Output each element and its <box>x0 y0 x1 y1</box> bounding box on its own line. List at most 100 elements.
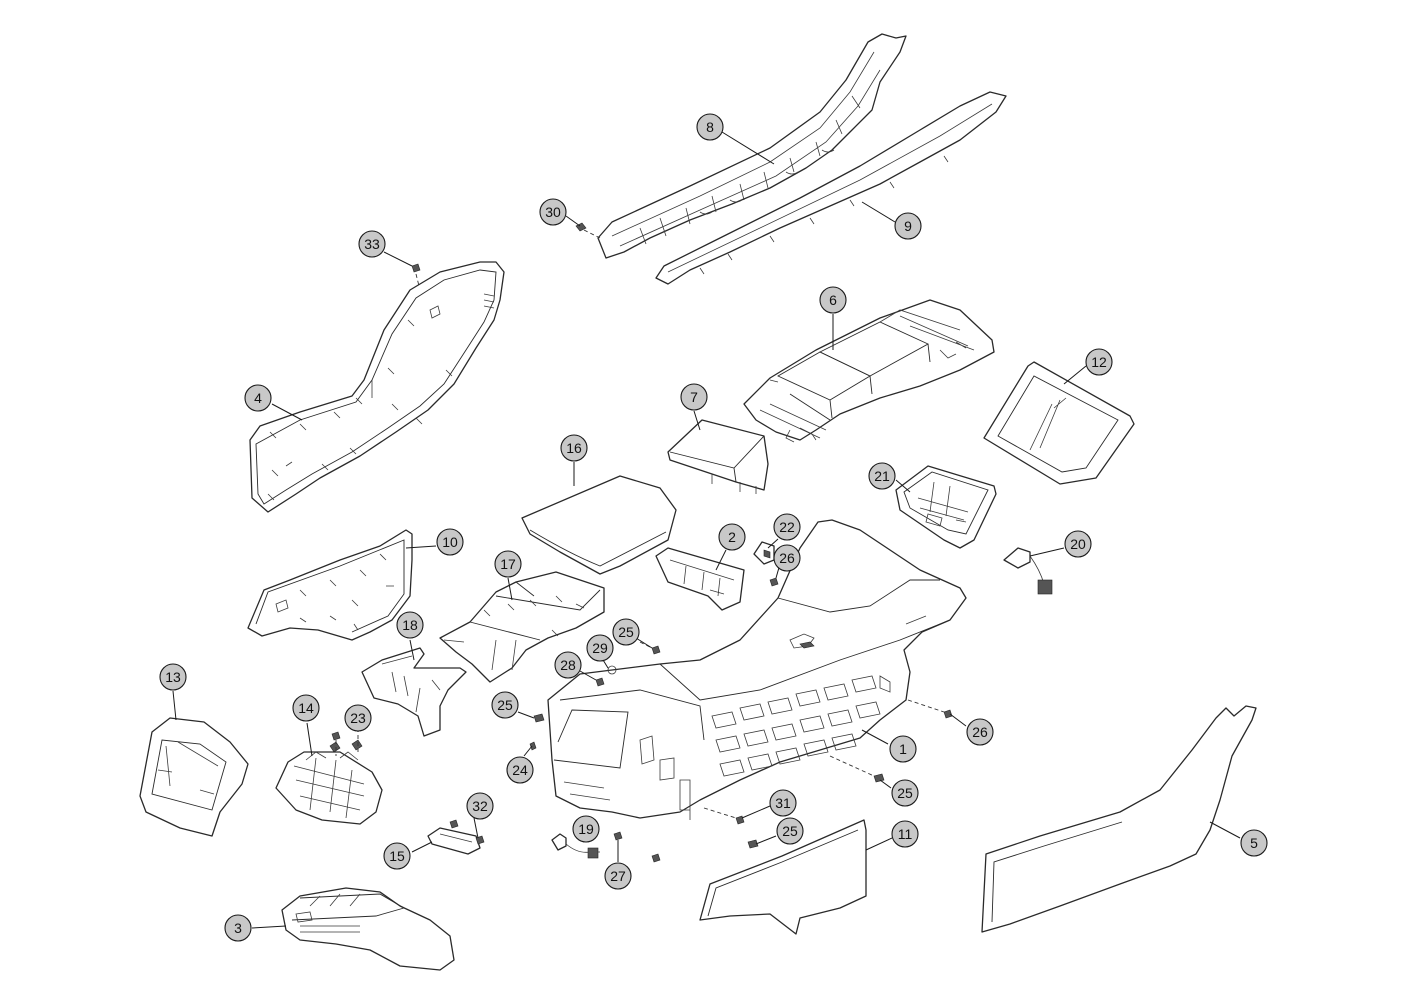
callout-label: 4 <box>254 390 262 406</box>
callout-label: 12 <box>1091 354 1107 370</box>
callout-3: 3 <box>224 914 252 942</box>
callout-label: 30 <box>545 204 561 220</box>
callout-label: 18 <box>402 617 418 633</box>
callout-label: 25 <box>618 624 634 640</box>
callout-label: 19 <box>578 821 594 837</box>
callout-label: 25 <box>782 823 798 839</box>
callout-label: 26 <box>972 724 988 740</box>
callout-14: 14 <box>292 694 320 722</box>
part-25d-bolt <box>747 839 759 849</box>
part-14-shifter-module <box>275 739 383 825</box>
callout-4: 4 <box>244 384 272 412</box>
callout-26-upper: 26 <box>773 544 801 572</box>
part-7-cover-box <box>667 419 769 494</box>
callout-10: 10 <box>436 528 464 556</box>
callout-label: 5 <box>1250 835 1258 851</box>
callout-28: 28 <box>554 651 582 679</box>
part-33-clip <box>411 263 421 291</box>
callout-13: 13 <box>159 663 187 691</box>
callout-label: 28 <box>560 657 576 673</box>
callout-5: 5 <box>1240 829 1268 857</box>
callout-label: 6 <box>829 292 837 308</box>
callout-label: 8 <box>706 119 714 135</box>
callout-18: 18 <box>396 611 424 639</box>
callout-label: 10 <box>442 534 458 550</box>
part-3-floor-base <box>281 887 455 971</box>
callout-22: 22 <box>773 513 801 541</box>
callout-label: 26 <box>779 550 795 566</box>
callout-7: 7 <box>680 383 708 411</box>
part-8-upper-rail <box>597 33 907 259</box>
callout-12: 12 <box>1085 348 1113 376</box>
callout-30: 30 <box>539 198 567 226</box>
part-19-wire-harness <box>551 833 600 859</box>
callout-17: 17 <box>494 550 522 578</box>
callout-label: 29 <box>592 640 608 656</box>
part-9-lower-rail <box>655 91 1007 285</box>
part-26b-screw <box>907 699 953 719</box>
callout-27: 27 <box>604 862 632 890</box>
callout-8: 8 <box>696 113 724 141</box>
part-26a-clip <box>769 577 779 587</box>
callout-label: 27 <box>610 868 626 884</box>
part-25c-bolt <box>829 755 885 783</box>
callout-11: 11 <box>891 820 919 848</box>
callout-label: 7 <box>690 389 698 405</box>
callout-label: 22 <box>779 519 795 535</box>
part-29-nut <box>607 665 617 675</box>
callout-25-upper: 25 <box>612 618 640 646</box>
part-21-switch-panel <box>895 465 997 549</box>
callout-25-lower: 25 <box>776 817 804 845</box>
part-13-bezel-frame <box>139 717 249 837</box>
callout-9: 9 <box>894 212 922 240</box>
callout-label: 32 <box>472 798 488 814</box>
callout-label: 1 <box>899 741 907 757</box>
part-24-clip <box>529 741 537 751</box>
part-16-armrest-pad <box>521 475 677 575</box>
callout-21: 21 <box>868 462 896 490</box>
callout-19: 19 <box>572 815 600 843</box>
part-11-right-lower-panel <box>699 819 867 935</box>
part-15-trim-strip <box>427 827 481 855</box>
callout-label: 23 <box>350 710 366 726</box>
callout-6: 6 <box>819 286 847 314</box>
part-4-left-side-panel <box>249 261 505 513</box>
callout-label: 15 <box>389 848 405 864</box>
part-2-bracket <box>655 547 745 611</box>
part-1-main-console <box>547 519 967 820</box>
part-5-right-side-panel <box>981 705 1257 933</box>
callout-15: 15 <box>383 842 411 870</box>
callout-label: 2 <box>728 529 736 545</box>
callout-29: 29 <box>586 634 614 662</box>
part-6-upper-tray-assembly <box>743 299 995 443</box>
callout-31: 31 <box>769 789 797 817</box>
callout-label: 17 <box>500 556 516 572</box>
callout-label: 14 <box>298 700 314 716</box>
callout-20: 20 <box>1064 530 1092 558</box>
callout-1: 1 <box>889 735 917 763</box>
leader-lines <box>172 131 1241 929</box>
callout-label: 13 <box>165 669 181 685</box>
part-32-screws <box>449 819 485 845</box>
part-27-clips <box>613 831 661 863</box>
part-17-frame-bracket <box>439 571 605 683</box>
callout-33: 33 <box>358 230 386 258</box>
callout-26-right: 26 <box>966 718 994 746</box>
part-18-cup-bracket <box>361 647 467 737</box>
part-25a-bolt <box>639 641 661 655</box>
callout-label: 21 <box>874 468 890 484</box>
callout-label: 25 <box>497 697 513 713</box>
part-20-wire-connector <box>1003 547 1053 595</box>
callout-16: 16 <box>560 434 588 462</box>
part-28-screw <box>595 677 605 687</box>
part-12-right-tray <box>983 361 1135 485</box>
part-10-left-lower-panel <box>247 529 413 641</box>
callout-2: 2 <box>718 523 746 551</box>
callout-23: 23 <box>344 704 372 732</box>
callout-25-right: 25 <box>891 779 919 807</box>
callout-24: 24 <box>506 756 534 784</box>
part-25b-bolt <box>533 713 545 723</box>
callout-label: 24 <box>512 762 528 778</box>
callout-label: 11 <box>898 826 913 842</box>
